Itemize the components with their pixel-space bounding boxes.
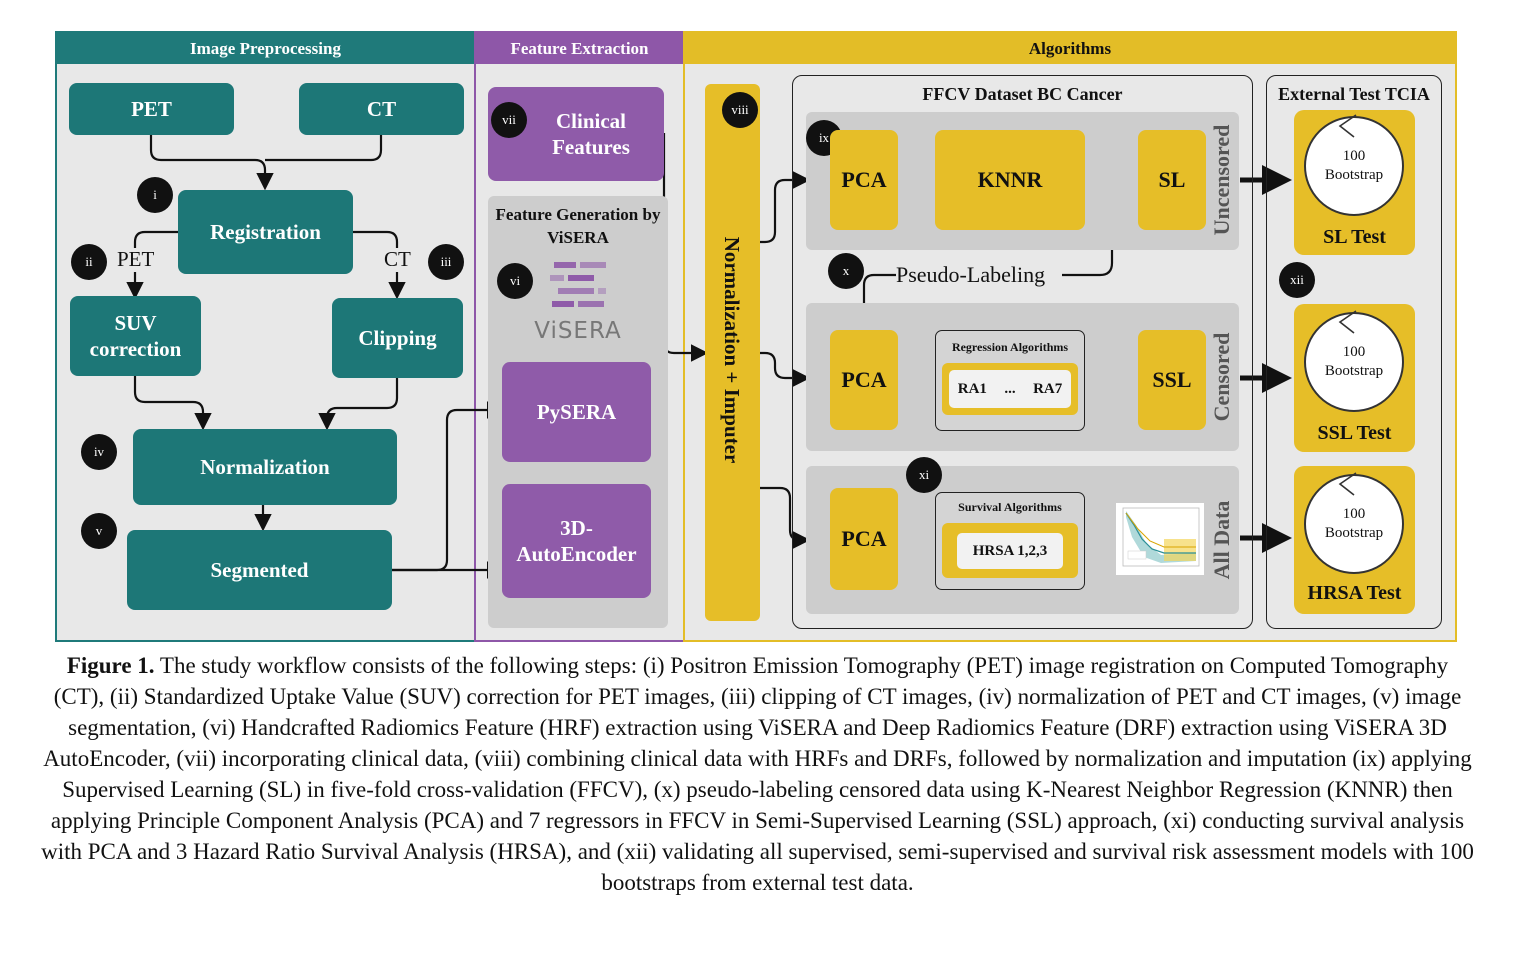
ct-box: CT (299, 83, 464, 135)
regression-algorithms-title: Regression Algorithms (951, 340, 1069, 354)
visera-logo-mark (550, 262, 606, 307)
step-badge-xi: xi (906, 457, 942, 493)
bootstrap-count-hrsa: 100 (1342, 505, 1366, 522)
bootstrap-cycle-icon (1338, 114, 1357, 138)
normalization-box: Normalization (133, 429, 397, 505)
feature-generation-title: Feature Generation by ViSERA (495, 205, 661, 247)
norm-imputer-label: Normalization + Imputer (720, 236, 745, 464)
step-badge-iv: iv (81, 434, 117, 470)
algorithms-header: Algorithms (685, 33, 1455, 64)
sl-test-label: SL Test (1323, 226, 1386, 248)
step-badge-xii: xii (1279, 262, 1315, 298)
step-badge-viii: viii (722, 92, 758, 128)
hrsa-test-label: HRSA Test (1307, 582, 1402, 604)
step-badge-ii: ii (71, 244, 107, 280)
ra7-label: RA7 (1033, 380, 1063, 397)
step-badge-i: i (137, 177, 173, 213)
all-data-label: All Data (1209, 500, 1234, 580)
pet-box: PET (69, 83, 234, 135)
figure-caption: Figure 1. The study workflow consists of… (40, 650, 1475, 898)
feature-extraction-header: Feature Extraction (476, 33, 683, 64)
norm-imputer-bar (705, 84, 760, 621)
survival-algorithms-title: Survival Algorithms (958, 500, 1062, 514)
clipping-box: Clipping (332, 298, 463, 378)
pca-box-censored: PCA (830, 330, 898, 430)
ra-ellipsis: ... (1004, 380, 1016, 397)
autoencoder-box: 3D-AutoEncoder (502, 484, 651, 598)
ssl-box: SSL (1138, 330, 1206, 430)
pca-box-uncensored: PCA (830, 130, 898, 230)
external-test-group (1266, 75, 1442, 629)
knnr-box: KNNR (935, 130, 1085, 230)
step-badge-vi: vi (497, 263, 533, 299)
step-badge-v: v (81, 513, 117, 549)
bootstrap-word-sl: Bootstrap (1324, 167, 1384, 183)
suv-correction-box: SUV correction (70, 296, 201, 376)
uncensored-label: Uncensored (1209, 124, 1234, 236)
visera-logo-text: ViSERA (534, 318, 622, 344)
censored-label: Censored (1209, 332, 1234, 422)
survival-curve-thumbnail (1116, 503, 1204, 575)
bootstrap-count-sl: 100 (1342, 147, 1366, 164)
step-badge-vii: vii (491, 102, 527, 138)
bootstrap-word-hrsa: Bootstrap (1324, 525, 1384, 541)
bootstrap-circle-sl: 100 Bootstrap (1304, 116, 1404, 216)
pseudo-labeling-label: Pseudo-Labeling (896, 262, 1046, 287)
image-preprocessing-header: Image Preprocessing (57, 33, 474, 64)
external-test-title: External Test TCIA (1278, 84, 1430, 104)
sl-box: SL (1138, 130, 1206, 230)
bootstrap-circle-hrsa: 100 Bootstrap (1304, 474, 1404, 574)
regression-list: RA1 ... RA7 (949, 370, 1071, 408)
ffcv-dataset-group (792, 75, 1253, 629)
bootstrap-word-ssl: Bootstrap (1324, 363, 1384, 379)
registration-box: Registration (178, 190, 353, 274)
pet-branch-label: PET (117, 247, 155, 271)
bootstrap-cycle-icon (1338, 472, 1357, 496)
step-badge-iii: iii (428, 244, 464, 280)
figure-label: Figure 1. (66, 653, 155, 678)
ssl-test-label: SSL Test (1317, 422, 1392, 444)
ra1-label: RA1 (957, 380, 987, 397)
caption-text: The study workflow consists of the follo… (41, 653, 1474, 895)
step-badge-x: x (828, 253, 864, 289)
ct-branch-label: CT (384, 247, 411, 271)
hrsa-label: HRSA 1,2,3 (957, 533, 1063, 569)
segmented-box: Segmented (127, 530, 392, 610)
bootstrap-circle-ssl: 100 Bootstrap (1304, 312, 1404, 412)
bootstrap-count-ssl: 100 (1342, 343, 1366, 360)
pca-box-all-data: PCA (830, 488, 898, 590)
ffcv-title: FFCV Dataset BC Cancer (922, 84, 1123, 104)
pysera-box: PySERA (502, 362, 651, 462)
bootstrap-cycle-icon (1338, 310, 1357, 334)
